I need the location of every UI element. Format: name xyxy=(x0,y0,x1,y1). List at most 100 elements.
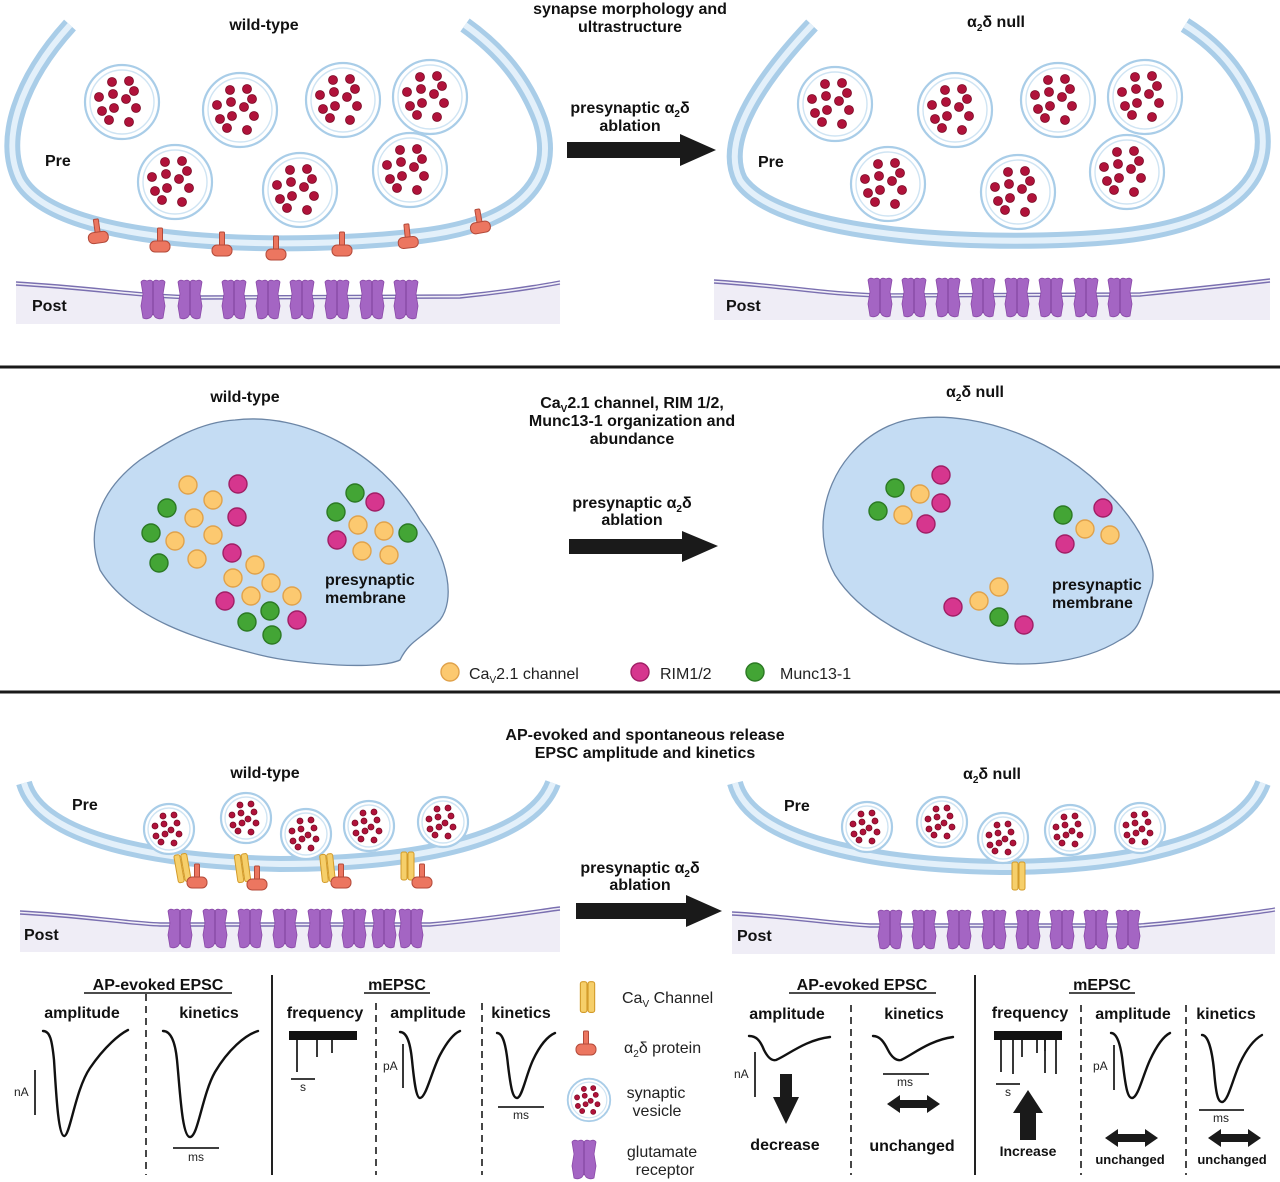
null-results: AP-evoked EPSC amplitude kinetics nA dec… xyxy=(734,975,1267,1175)
unchanged-arrow-icon xyxy=(1208,1129,1261,1147)
panel-synapse-morphology: synapse morphology and ultrastructure wi… xyxy=(4,1,1271,324)
glutamate-receptor xyxy=(140,279,166,320)
component-legend: CaV Channel α2δ protein synaptic vesicle… xyxy=(566,981,713,1180)
glutamate-receptor xyxy=(255,279,281,320)
panel3-title-line1: AP-evoked and spontaneous release xyxy=(505,727,784,744)
frequency-label: frequency xyxy=(992,1005,1069,1022)
synaptic-vesicle xyxy=(279,807,333,861)
frequency-trace-baseline xyxy=(994,1031,1062,1040)
synaptic-vesicle xyxy=(391,58,469,136)
protein-cluster xyxy=(943,577,1034,635)
kinetics-outcome: unchanged xyxy=(869,1138,954,1155)
rim-legend-swatch xyxy=(630,662,650,682)
post-label: Post xyxy=(24,927,59,944)
amplitude-outcome: unchanged xyxy=(1095,1152,1164,1167)
glutamate-receptor xyxy=(1038,277,1064,318)
post-label: Post xyxy=(726,298,761,315)
cav-channel-icon xyxy=(579,981,596,1013)
null-label: α2δ null xyxy=(946,384,1004,404)
synaptic-vesicle xyxy=(416,795,470,849)
m-kin-unit: ms xyxy=(513,1108,529,1122)
glutamate-receptor xyxy=(946,909,972,950)
wildtype-postsynaptic: Post xyxy=(19,906,561,952)
panel-protein-organization: CaV2.1 channel, RIM 1/2, Munc13-1 organi… xyxy=(93,384,1154,686)
glutamate-receptor xyxy=(398,908,424,949)
glutamate-receptor xyxy=(1073,277,1099,318)
post-label: Post xyxy=(737,928,772,945)
panel1-title-line2: ultrastructure xyxy=(578,19,682,36)
panel2-title-line3: abundance xyxy=(590,431,675,448)
glutamate-receptor xyxy=(393,279,419,320)
membrane-label-line1: presynaptic xyxy=(325,572,415,589)
membrane-label-line2: membrane xyxy=(325,590,406,607)
glutamate-receptor xyxy=(1015,909,1041,950)
wildtype-release-synapse: wild-type Pre xyxy=(16,765,561,891)
glutamate-receptor xyxy=(289,279,315,320)
mepsc-trace xyxy=(1200,1033,1264,1104)
kin-unit: ms xyxy=(188,1150,204,1164)
arrow-label-line2: ablation xyxy=(601,512,662,529)
pre-label: Pre xyxy=(45,153,71,170)
pre-label: Pre xyxy=(758,154,784,171)
cav-legend-swatch xyxy=(440,662,460,682)
kinetics-outcome: unchanged xyxy=(1197,1152,1266,1167)
kinetics-label: kinetics xyxy=(884,1006,944,1023)
amplitude-label: amplitude xyxy=(390,1005,466,1022)
mepsc-header: mEPSC xyxy=(1073,977,1131,994)
m-kin-unit: ms xyxy=(1213,1111,1229,1125)
ablation-arrow-2: presynaptic α2δ ablation xyxy=(569,495,718,562)
mepsc-trace xyxy=(495,1031,557,1100)
cav-legend-label: CaV2.1 channel xyxy=(469,666,579,686)
glutamate-receptor xyxy=(970,277,996,318)
panel1-title-line1: synapse morphology and xyxy=(533,1,727,18)
amplitude-label: amplitude xyxy=(44,1005,120,1022)
protein-legend: CaV2.1 channel RIM1/2 Munc13-1 xyxy=(440,662,851,686)
receptor-legend-line1: glutamate xyxy=(627,1144,697,1161)
glutamate-receptor xyxy=(307,908,333,949)
munc-legend-label: Munc13-1 xyxy=(780,666,851,683)
amplitude-label: amplitude xyxy=(1095,1006,1171,1023)
freq-unit: s xyxy=(300,1080,306,1094)
synaptic-vesicle xyxy=(1113,801,1167,855)
synaptic-vesicle xyxy=(201,71,279,149)
increase-arrow-icon xyxy=(1013,1090,1043,1140)
protein-cluster xyxy=(1053,498,1120,554)
synaptic-vesicle xyxy=(142,802,196,856)
synaptic-vesicle xyxy=(371,131,449,209)
pre-label: Pre xyxy=(784,798,810,815)
glutamate-receptor xyxy=(911,909,937,950)
kinetics-label: kinetics xyxy=(179,1005,239,1022)
synaptic-vesicle xyxy=(83,63,161,141)
mepsc-trace xyxy=(1109,1031,1172,1100)
kinetics-label: kinetics xyxy=(491,1005,551,1022)
ablation-arrow-3: presynaptic α2δ ablation xyxy=(576,860,722,927)
wildtype-presynaptic-terminal: wild-type Pre xyxy=(4,17,553,261)
glutamate-receptor xyxy=(371,908,397,949)
protein-cluster xyxy=(141,474,248,573)
synaptic-vesicle xyxy=(916,71,994,149)
rim-legend-label: RIM1/2 xyxy=(660,666,712,683)
wildtype-label: wild-type xyxy=(229,765,299,782)
null-release-synapse: α2δ null Pre xyxy=(727,766,1271,891)
synaptic-vesicle xyxy=(796,65,874,143)
receptor-legend-line2: receptor xyxy=(636,1162,695,1179)
decrease-arrow-icon xyxy=(773,1074,799,1124)
epsc-trace xyxy=(161,1029,260,1139)
munc-legend-swatch xyxy=(745,662,765,682)
synaptic-vesicle xyxy=(840,800,894,854)
epsc-trace xyxy=(747,1034,832,1062)
glutamate-receptor xyxy=(1083,909,1109,950)
glutamate-receptor-icon xyxy=(571,1139,597,1180)
synaptic-vesicle xyxy=(136,143,214,221)
panel2-title-line1: CaV2.1 channel, RIM 1/2, xyxy=(540,395,724,415)
right-arrow-icon xyxy=(576,895,722,927)
wildtype-postsynaptic: Post xyxy=(15,279,561,324)
panel2-title-line2: Munc13-1 organization and xyxy=(529,413,735,430)
glutamate-receptor xyxy=(1107,277,1133,318)
protein-cluster xyxy=(326,483,418,565)
unchanged-arrow-icon xyxy=(887,1095,940,1113)
m-amp-unit: pA xyxy=(1093,1059,1108,1073)
glutamate-receptor xyxy=(877,909,903,950)
protein-cluster xyxy=(868,465,951,534)
glutamate-receptor xyxy=(221,279,247,320)
